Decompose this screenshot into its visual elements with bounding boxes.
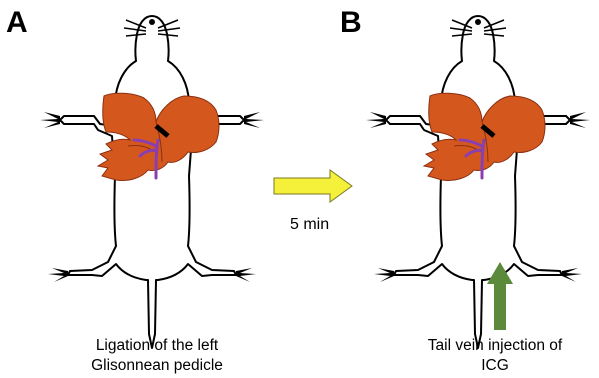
mouse-body-a (40, 16, 264, 348)
caption-a-line-2: Glisonnean pedicle (62, 356, 252, 376)
caption-b-line-2: ICG (400, 356, 590, 376)
time-interval-label: 5 min (290, 216, 329, 234)
caption-b-line-1: Tail vein injection of (400, 336, 590, 356)
panel-label-a: A (6, 8, 28, 38)
caption-a-line-1: Ligation of the left (62, 336, 252, 356)
caption-a: Ligation of the left Glisonnean pedicle (62, 336, 252, 376)
mouse-body-b (366, 16, 590, 348)
panel-label-b: B (340, 8, 362, 38)
right-arrow-icon (274, 170, 352, 202)
caption-b: Tail vein injection of ICG (400, 336, 590, 376)
